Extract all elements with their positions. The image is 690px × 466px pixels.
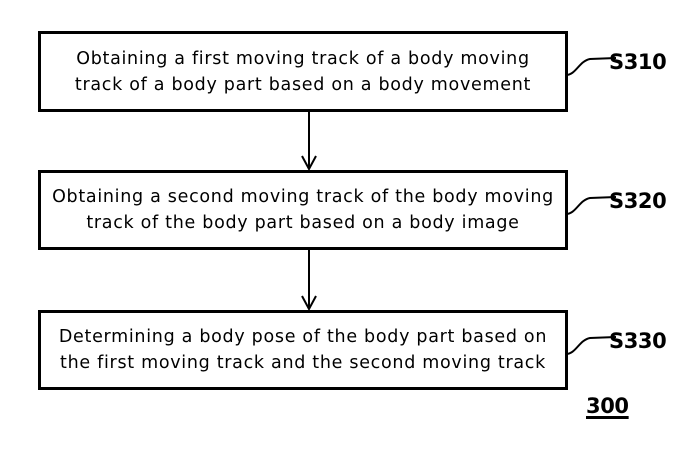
process-box-s320-line-1: Obtaining a second moving track of the b… [52,187,554,207]
process-box-s320-line-2: track of the body part based on a body i… [86,213,520,233]
process-box-s330-line-2: the first moving track and the second mo… [60,353,546,373]
process-box-s310-line-1: Obtaining a first moving track of a body… [76,48,530,69]
step-reference-s310: S310 [609,50,667,74]
process-box-s310-line-2: track of a body part based on a body mov… [74,74,532,95]
flow-arrow-s320-to-s330 [301,250,317,310]
leader-line-s330 [566,332,618,362]
process-box-s320: Obtaining a second moving track of the b… [38,170,568,250]
step-reference-s330: S330 [609,329,667,353]
process-box-s330: Determining a body pose of the body part… [38,310,568,390]
step-reference-s320: S320 [609,189,667,213]
process-box-s330-line-1: Determining a body pose of the body part… [58,327,548,347]
flow-arrow-s310-to-s320 [301,112,317,170]
leader-line-s320 [566,192,618,222]
process-box-s310: Obtaining a first moving track of a body… [38,31,568,112]
leader-line-s310 [566,53,618,83]
figure-number-label: 300 [586,394,629,418]
